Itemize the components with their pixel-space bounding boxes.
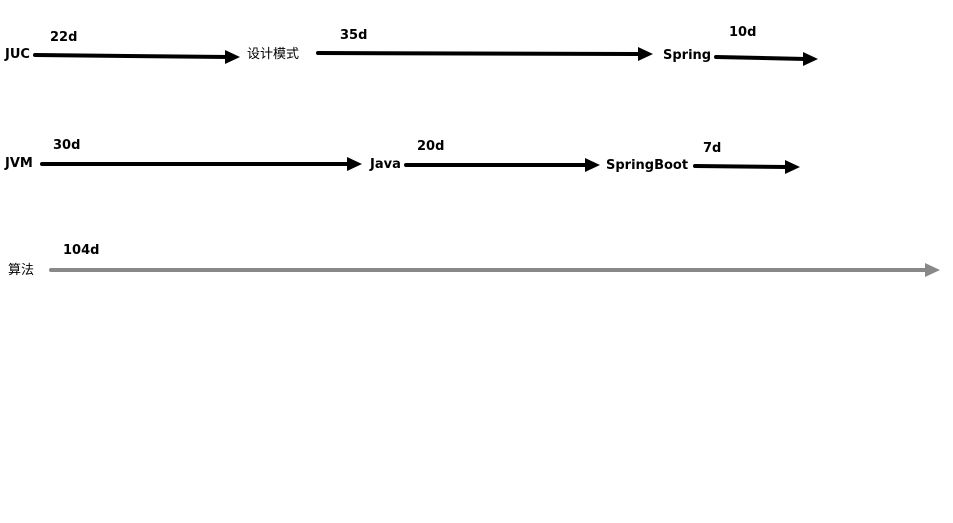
node-spring: Spring — [663, 48, 712, 63]
node-springboot: SpringBoot — [606, 158, 689, 173]
duration-label: 104d — [63, 243, 100, 258]
node-juc: JUC — [5, 47, 30, 62]
arrowhead — [585, 158, 600, 172]
arrow-juc-to-design-patterns — [33, 53, 231, 59]
arrowhead — [925, 263, 940, 277]
arrow-design-patterns-to-spring — [316, 51, 644, 56]
node-design-patterns: 设计模式 — [247, 47, 300, 62]
duration-label: 30d — [53, 138, 81, 153]
arrowhead — [225, 50, 240, 64]
node-jvm: JVM — [5, 156, 33, 171]
node-java: Java — [370, 157, 401, 172]
arrow-spring-next — [714, 55, 808, 61]
duration-label: 20d — [417, 139, 445, 154]
arrow-springboot-next — [693, 164, 789, 169]
duration-label: 10d — [729, 25, 757, 40]
arrowhead — [803, 52, 818, 66]
arrowhead — [347, 157, 362, 171]
duration-label: 7d — [703, 141, 722, 156]
arrowhead — [638, 47, 653, 61]
duration-label: 22d — [50, 30, 78, 45]
duration-label: 35d — [340, 28, 368, 43]
arrowhead — [785, 160, 800, 174]
node-algorithms: 算法 — [8, 263, 35, 278]
